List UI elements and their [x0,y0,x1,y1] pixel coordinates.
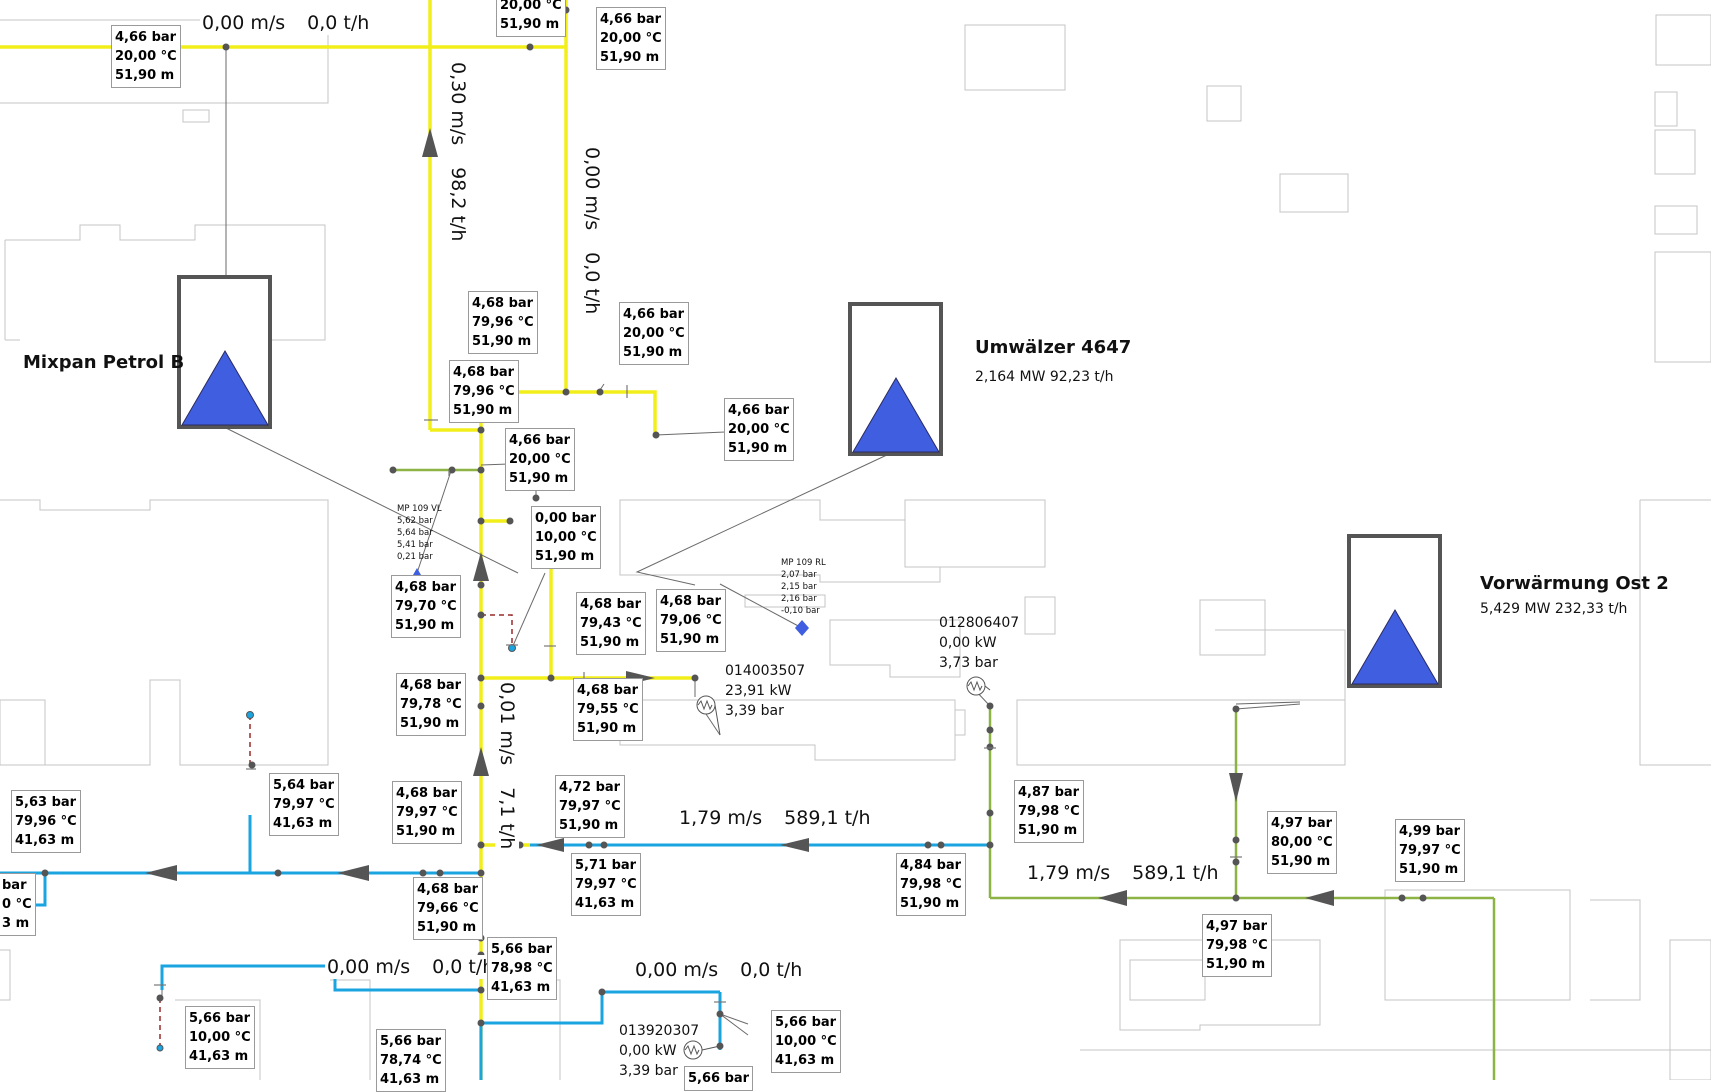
green-pipes [393,468,1496,1080]
pump-station-umwaelzer[interactable] [848,302,943,456]
flow-label: 0,30 m/s98,2 t/h [446,60,470,244]
nodes [41,6,1427,1050]
dashed-connectors [159,614,513,1048]
pump-title-mixpan: Mixpan Petrol B [23,352,185,373]
pump-title-vorwaermung: Vorwärmung Ost 2 [1480,573,1669,594]
pump-title-umwaelzer: Umwälzer 4647 [975,337,1132,358]
flow-label: 0,01 m/s7,1 t/h [495,680,519,852]
fittings [154,385,1242,1003]
pump-info-umwaelzer: 2,164 MW 92,23 t/h [975,369,1114,385]
pump-info-vorwaermung: 5,429 MW 232,33 t/h [1480,601,1628,617]
pump-station-mixpan[interactable] [177,275,272,429]
leader-lines [161,47,1301,1036]
measure-point-rl-marker[interactable] [795,620,809,636]
pump-station-vorwaermung[interactable] [1347,534,1442,688]
measure-point-vl-marker[interactable] [413,568,421,575]
flow-label: 0,00 m/s0,0 t/h [580,145,604,317]
heat-exchanger-links [701,685,991,1051]
building-outlines [0,14,1711,1080]
